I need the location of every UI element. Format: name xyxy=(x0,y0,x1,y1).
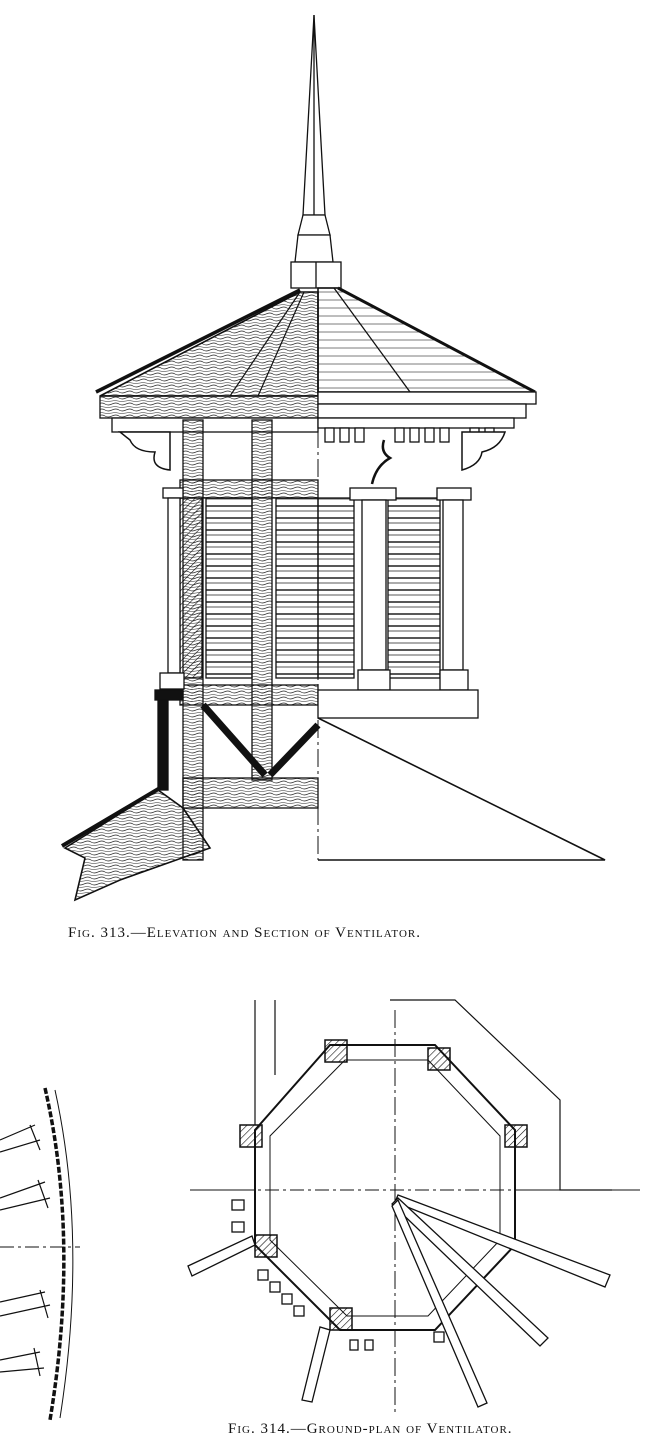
figure-313-elevation-drawing xyxy=(60,14,606,902)
figure-314-caption: Fig. 314.—Ground-plan of Ventilator. xyxy=(228,1421,513,1437)
octagon-plan xyxy=(187,999,640,1415)
louvers xyxy=(205,497,441,679)
roof-elevation-right xyxy=(317,286,536,394)
columns xyxy=(159,487,472,691)
sill-blocks xyxy=(231,1199,445,1351)
rafters xyxy=(187,1194,611,1408)
brackets xyxy=(117,431,507,485)
spire xyxy=(290,14,342,289)
roof-section-left xyxy=(95,288,319,397)
corner-posts xyxy=(239,1039,528,1331)
figure-314-ground-plan-drawing xyxy=(0,999,640,1421)
left-arc-detail xyxy=(0,1087,80,1421)
figure-313-caption: Fig. 313.—Elevation and Section of Venti… xyxy=(68,925,421,941)
main-roof-slopes xyxy=(60,430,606,902)
base xyxy=(154,689,479,809)
